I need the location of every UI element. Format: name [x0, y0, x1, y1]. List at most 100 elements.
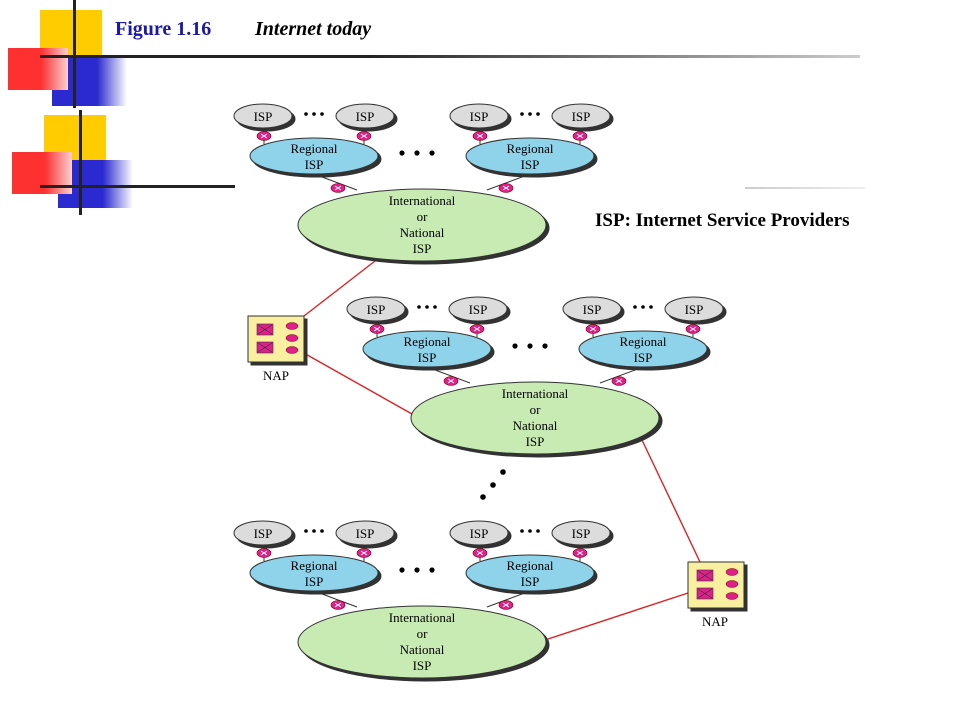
regional-label-line1: Regional [291, 141, 338, 156]
local-isp-node: ISP [448, 296, 508, 322]
intl-label-line4: ISP [413, 241, 432, 256]
deco-hline-3 [745, 187, 865, 189]
router-icon [356, 548, 372, 558]
router-icon [472, 131, 488, 141]
local-isp-label: ISP [572, 109, 591, 124]
figure-title: Internet today [255, 18, 372, 40]
local-isp-label: ISP [470, 109, 489, 124]
router-icon [685, 324, 701, 334]
isp-ellipsis [304, 112, 324, 116]
router-icon [469, 324, 485, 334]
regional-label-line1: Regional [620, 334, 667, 349]
deco-hline-1 [40, 55, 860, 58]
router-icon [572, 131, 588, 141]
router-icon [443, 376, 459, 386]
local-isp-label: ISP [356, 526, 375, 541]
regional-label-line2: ISP [521, 574, 540, 589]
router-icon [572, 548, 588, 558]
router-icon [356, 131, 372, 141]
isp-ellipsis [304, 529, 324, 533]
local-isp-label: ISP [685, 302, 704, 317]
regional-label-line1: Regional [404, 334, 451, 349]
router-icon [256, 131, 272, 141]
isp-ellipsis [520, 112, 540, 116]
local-isp-label: ISP [470, 526, 489, 541]
nap-link [301, 351, 413, 415]
local-isp-node: ISP [335, 520, 395, 546]
isp-ellipsis [417, 305, 437, 309]
isp-definition-note: ISP: Internet Service Providers [595, 210, 850, 231]
isp-ellipsis [520, 529, 540, 533]
deco-vline-1 [73, 0, 76, 108]
local-isp-node: ISP [449, 103, 509, 129]
local-isp-label: ISP [572, 526, 591, 541]
local-isp-label: ISP [367, 302, 386, 317]
figure-label: Figure 1.16 [115, 18, 212, 40]
router-icon [472, 548, 488, 558]
port-icon [725, 568, 739, 576]
intl-label-line1: International [389, 193, 456, 208]
local-isp-node: ISP [664, 296, 724, 322]
regional-label-line2: ISP [305, 157, 324, 172]
intl-label-line2: or [417, 626, 429, 641]
nap-label: NAP [263, 368, 289, 383]
intl-label-line2: or [417, 209, 429, 224]
horizontal-ellipsis [512, 343, 548, 349]
port-icon [285, 322, 299, 330]
deco-vline-2 [79, 110, 82, 215]
regional-label-line1: Regional [507, 558, 554, 573]
intl-label-line4: ISP [413, 658, 432, 673]
horizontal-ellipsis [399, 567, 435, 573]
router-icon [585, 324, 601, 334]
local-isp-node: ISP [233, 520, 293, 546]
port-icon [725, 580, 739, 588]
local-isp-label: ISP [254, 109, 273, 124]
regional-label-line2: ISP [521, 157, 540, 172]
regional-label-line2: ISP [634, 350, 653, 365]
ellipsis-dot [500, 469, 506, 475]
nap-link [641, 439, 701, 563]
nap-label: NAP [702, 614, 728, 629]
nap-link [547, 592, 689, 640]
port-icon [285, 346, 299, 354]
local-isp-node: ISP [449, 520, 509, 546]
isp-ellipsis [633, 305, 653, 309]
deco-hline-2 [40, 185, 235, 188]
local-isp-label: ISP [356, 109, 375, 124]
local-isp-node: ISP [335, 103, 395, 129]
ellipsis-dot [480, 494, 486, 500]
router-icon [330, 183, 346, 193]
local-isp-label: ISP [469, 302, 488, 317]
nap-links [301, 260, 701, 640]
horizontal-ellipsis [399, 150, 435, 156]
local-isp-node: ISP [551, 520, 611, 546]
router-icon [498, 183, 514, 193]
router-icon [498, 600, 514, 610]
local-isp-node: ISP [562, 296, 622, 322]
nap-link [303, 260, 376, 317]
nap-node: NAP [687, 561, 745, 629]
regional-label-line1: Regional [291, 558, 338, 573]
router-icon [256, 548, 272, 558]
nap-node: NAP [247, 315, 305, 383]
local-isp-node: ISP [346, 296, 406, 322]
local-isp-label: ISP [583, 302, 602, 317]
regional-label-line2: ISP [418, 350, 437, 365]
intl-label-line4: ISP [526, 434, 545, 449]
intl-label-line3: National [400, 642, 445, 657]
regional-label-line1: Regional [507, 141, 554, 156]
intl-label-line3: National [400, 225, 445, 240]
regional-label-line2: ISP [305, 574, 324, 589]
intl-label-line2: or [530, 402, 542, 417]
